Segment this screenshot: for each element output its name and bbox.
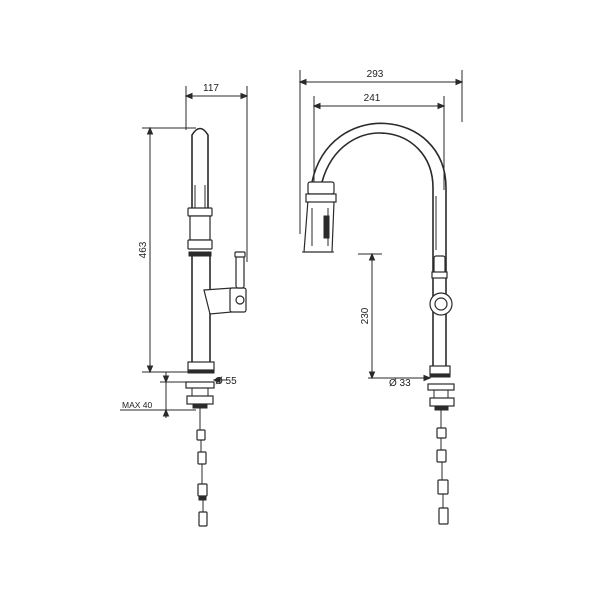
front-faucet-body bbox=[302, 122, 455, 525]
side-height-dimension: 463 bbox=[138, 126, 196, 374]
side-width-dimension: 117 bbox=[184, 83, 249, 262]
front-base-diameter-label: Ø 33 bbox=[389, 378, 411, 389]
front-spout-height-label: 230 bbox=[360, 307, 371, 324]
front-view: 293 241 bbox=[298, 69, 464, 525]
side-faucet-body bbox=[185, 127, 247, 527]
front-base-diameter-dimension: Ø 33 bbox=[368, 374, 432, 389]
side-base-diameter-dimension: Ø 55 bbox=[212, 376, 237, 387]
side-max-deck-dimension: MAX 40 bbox=[120, 372, 196, 418]
front-spout-reach-label: 241 bbox=[364, 93, 381, 104]
front-overall-reach-dimension: 293 bbox=[298, 69, 464, 234]
front-overall-reach-label: 293 bbox=[367, 69, 384, 80]
side-max-deck-label: MAX 40 bbox=[122, 400, 153, 410]
side-view: 117 463 bbox=[120, 83, 249, 527]
side-height-label: 463 bbox=[138, 241, 149, 258]
side-base-diameter-label: Ø 55 bbox=[215, 376, 237, 387]
side-width-label: 117 bbox=[203, 83, 219, 94]
front-spout-height-dimension: 230 bbox=[358, 252, 382, 380]
